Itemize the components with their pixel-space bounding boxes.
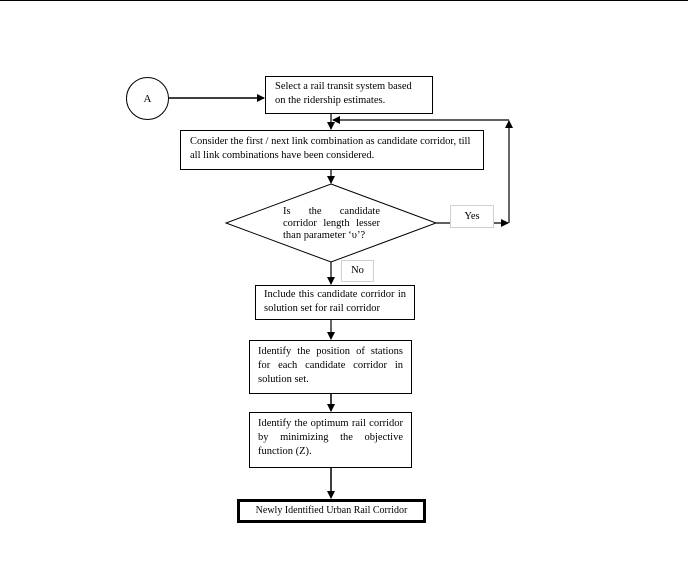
step-result: Newly Identified Urban Rail Corridor [237,499,426,523]
step-text: Newly Identified Urban Rail Corridor [255,505,408,516]
step-identify-optimum: Identify the optimum rail corridor by mi… [249,412,412,468]
step-identify-stations: Identify the position of stations for ea… [249,340,412,394]
step-text: Identify the optimum rail corridor by mi… [258,418,403,457]
yes-label-text: Yes [464,210,480,222]
decision-text: Is the candidate corridor length lesser … [283,206,380,241]
step-text: Include this candidate corridor in solut… [264,289,406,314]
step-include-corridor: Include this candidate corridor in solut… [255,285,415,320]
connector-label: A [143,92,152,105]
step-select-system: Select a rail transit system based on th… [265,76,433,114]
yes-label: Yes [450,205,494,228]
step-text: Identify the position of stations for ea… [258,346,403,385]
step-text: Select a rail transit system based on th… [275,81,412,106]
no-label: No [341,260,374,282]
no-label-text: No [351,265,364,276]
step-text: Consider the first / next link combinati… [190,136,471,161]
page-top-rule [0,0,688,1]
step-consider-link: Consider the first / next link combinati… [180,130,484,170]
connector-node-a: A [126,77,169,120]
